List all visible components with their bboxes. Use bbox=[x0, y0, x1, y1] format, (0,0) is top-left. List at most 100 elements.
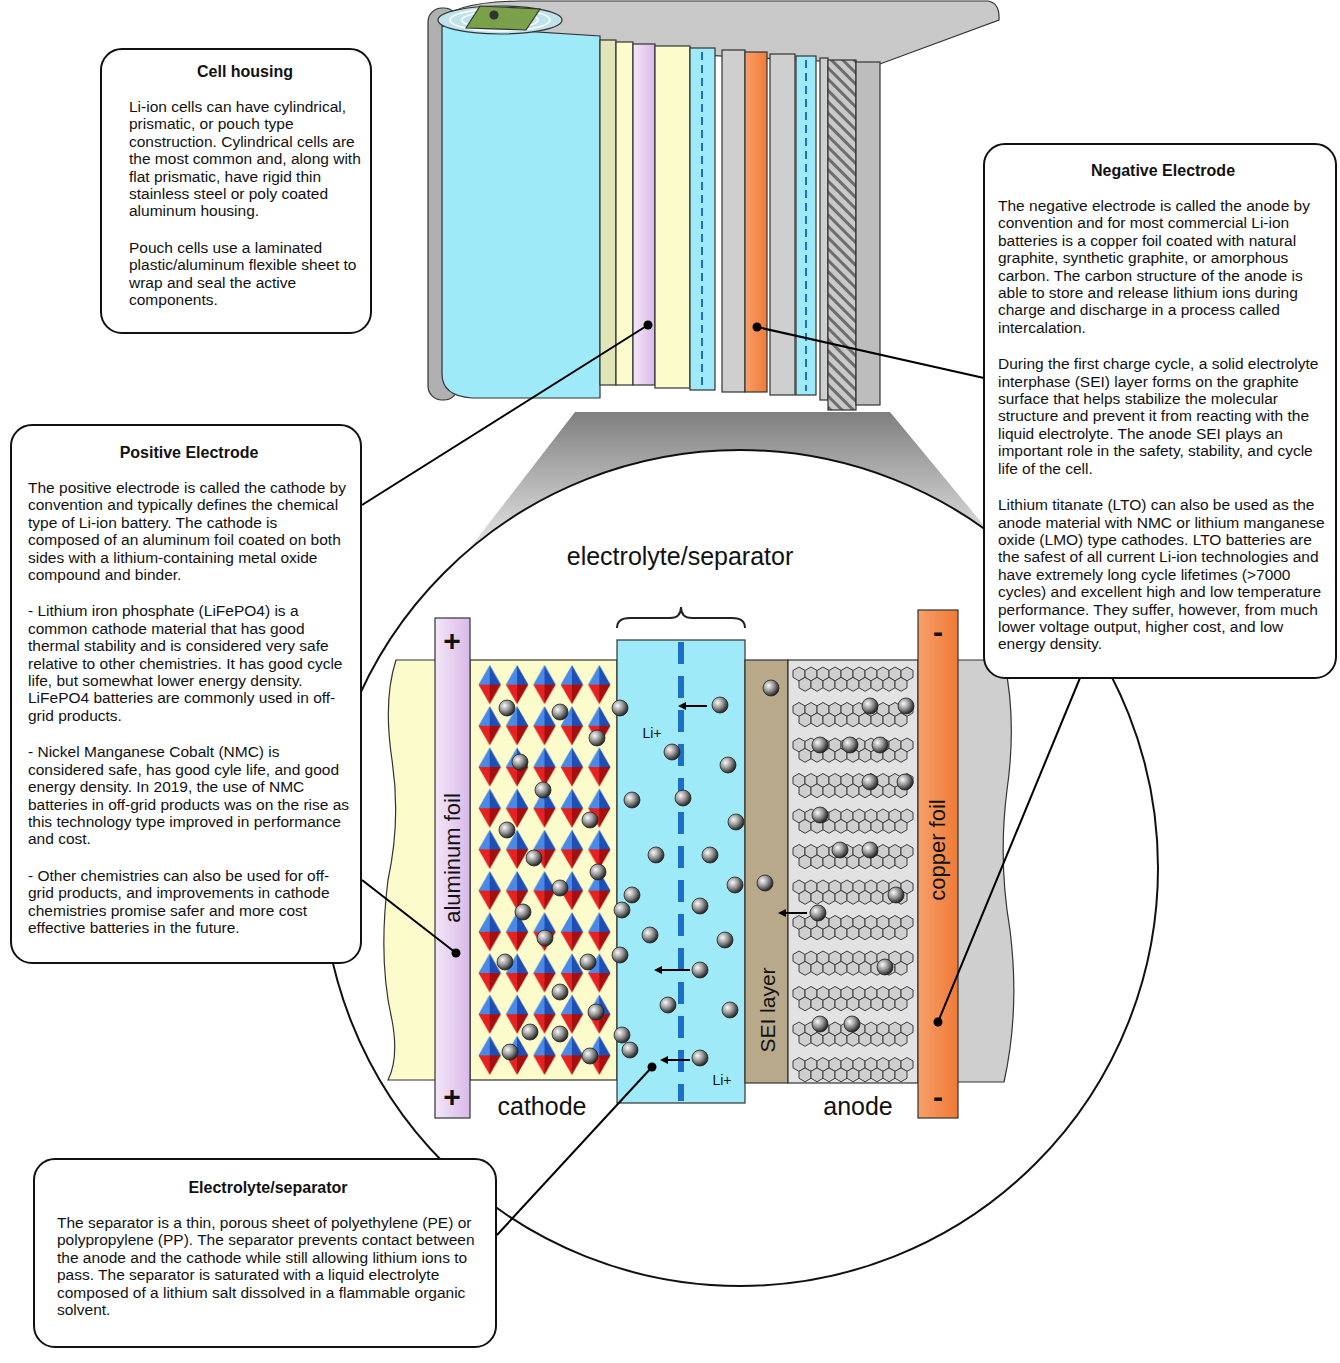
graphene-hexagon bbox=[847, 1068, 859, 1082]
graphene-hexagon bbox=[847, 713, 859, 727]
graphene-hexagon bbox=[895, 1068, 907, 1082]
part-label: anode bbox=[823, 1094, 893, 1119]
lithium-ion bbox=[810, 905, 826, 921]
graphene-hexagon bbox=[847, 855, 859, 869]
graphene-hexagon bbox=[859, 926, 871, 940]
cathode-coating bbox=[384, 660, 440, 1080]
lithium-ion bbox=[897, 774, 913, 790]
lithium-ion bbox=[728, 814, 744, 830]
lithium-ion bbox=[717, 932, 733, 948]
lithium-ion bbox=[588, 1004, 604, 1020]
polarity-sign: + bbox=[443, 626, 461, 656]
leader-dot bbox=[644, 321, 653, 330]
graphene-hexagon bbox=[835, 819, 847, 833]
part-label: electrolyte/separator bbox=[567, 544, 794, 569]
graphene-hexagon bbox=[811, 997, 823, 1011]
lithium-ion bbox=[862, 698, 878, 714]
graphene-hexagon bbox=[799, 997, 811, 1011]
graphene-hexagon bbox=[895, 855, 907, 869]
graphene-hexagon bbox=[811, 784, 823, 798]
lithium-ion bbox=[497, 954, 513, 970]
graphene-hexagon bbox=[883, 713, 895, 727]
leader-line bbox=[757, 327, 984, 378]
graphene-hexagon bbox=[895, 961, 907, 975]
lithium-ion bbox=[757, 875, 773, 891]
lithium-ion bbox=[660, 997, 676, 1013]
polarity-sign: - bbox=[933, 617, 943, 647]
callout-box: Positive ElectrodeThe positive electrode… bbox=[10, 424, 362, 964]
graphene-hexagon bbox=[811, 1068, 823, 1082]
graphene-hexagon bbox=[847, 926, 859, 940]
separator-dash bbox=[805, 60, 807, 391]
graphene-hexagon bbox=[871, 819, 883, 833]
callout-box: Electrolyte/separatorThe separator is a … bbox=[33, 1158, 497, 1348]
leader-dot bbox=[452, 949, 461, 958]
graphene-hexagon bbox=[859, 890, 871, 904]
graphene-hexagon bbox=[883, 997, 895, 1011]
leader-line bbox=[938, 678, 1080, 1022]
separator-dash bbox=[678, 642, 684, 1101]
graphene-hexagon bbox=[811, 713, 823, 727]
polarity-sign: - bbox=[933, 1082, 943, 1112]
ion-arrow bbox=[780, 912, 807, 914]
callout-title: Cell housing bbox=[129, 62, 361, 81]
anode-region bbox=[788, 660, 918, 1083]
graphene-hexagon bbox=[823, 890, 835, 904]
lithium-ion bbox=[552, 704, 568, 720]
graphene-hexagon bbox=[859, 1032, 871, 1046]
layer-strip bbox=[690, 48, 715, 390]
graphene-hexagon bbox=[799, 748, 811, 762]
ion-arrow bbox=[656, 969, 690, 971]
graphene-hexagon bbox=[883, 677, 895, 691]
lithium-ion bbox=[842, 737, 858, 753]
graphene-hexagon bbox=[883, 926, 895, 940]
lithium-ion bbox=[872, 737, 888, 753]
graphene-hexagon bbox=[799, 926, 811, 940]
lithium-ion bbox=[582, 1048, 598, 1064]
lithium-ion bbox=[624, 887, 640, 903]
layer-stack bbox=[384, 610, 1014, 1118]
graphene-hexagon bbox=[847, 997, 859, 1011]
graphene-hexagon bbox=[859, 677, 871, 691]
part-label: aluminum foil bbox=[442, 793, 464, 923]
jelly-roll bbox=[442, 26, 600, 398]
graphene-hexagon bbox=[811, 1032, 823, 1046]
cell-drawing bbox=[428, 1, 999, 410]
separator-dash bbox=[701, 52, 703, 386]
cathode-region bbox=[470, 660, 617, 1080]
lithium-ion bbox=[499, 700, 515, 716]
graphene-hexagon bbox=[859, 961, 871, 975]
lithium-ion bbox=[888, 887, 904, 903]
casing-strip bbox=[828, 60, 856, 410]
lithium-ion bbox=[614, 902, 630, 918]
graphene-hexagon bbox=[799, 1068, 811, 1082]
ion-arrows bbox=[656, 706, 807, 1060]
graphite-layers bbox=[793, 667, 913, 1082]
graphene-hexagon bbox=[823, 1032, 835, 1046]
graphene-hexagon bbox=[895, 748, 907, 762]
lithium-ion bbox=[614, 1027, 630, 1043]
lithium-ion bbox=[692, 962, 708, 978]
callout-title: Positive Electrode bbox=[28, 443, 350, 462]
part-label: SEI layer bbox=[757, 967, 778, 1052]
lithium-ions bbox=[497, 680, 914, 1066]
callout-title: Electrolyte/separator bbox=[57, 1178, 479, 1197]
graphene-hexagon bbox=[835, 961, 847, 975]
graphene-hexagon bbox=[883, 819, 895, 833]
lithium-ion bbox=[535, 782, 551, 798]
graphene-hexagon bbox=[883, 784, 895, 798]
graphene-hexagon bbox=[799, 819, 811, 833]
lithium-ion bbox=[552, 1026, 568, 1042]
graphene-hexagon bbox=[847, 819, 859, 833]
graphene-hexagon bbox=[859, 1068, 871, 1082]
layer-strip bbox=[722, 50, 745, 392]
lithium-ion bbox=[502, 1044, 518, 1060]
lithium-ion bbox=[622, 1042, 638, 1058]
callout-text: During the first charge cycle, a solid e… bbox=[998, 355, 1328, 477]
graphene-hexagon bbox=[859, 713, 871, 727]
graphene-hexagon bbox=[835, 926, 847, 940]
lithium-ion bbox=[580, 954, 596, 970]
copper-foil-strip bbox=[918, 610, 958, 1118]
graphene-hexagon bbox=[871, 997, 883, 1011]
